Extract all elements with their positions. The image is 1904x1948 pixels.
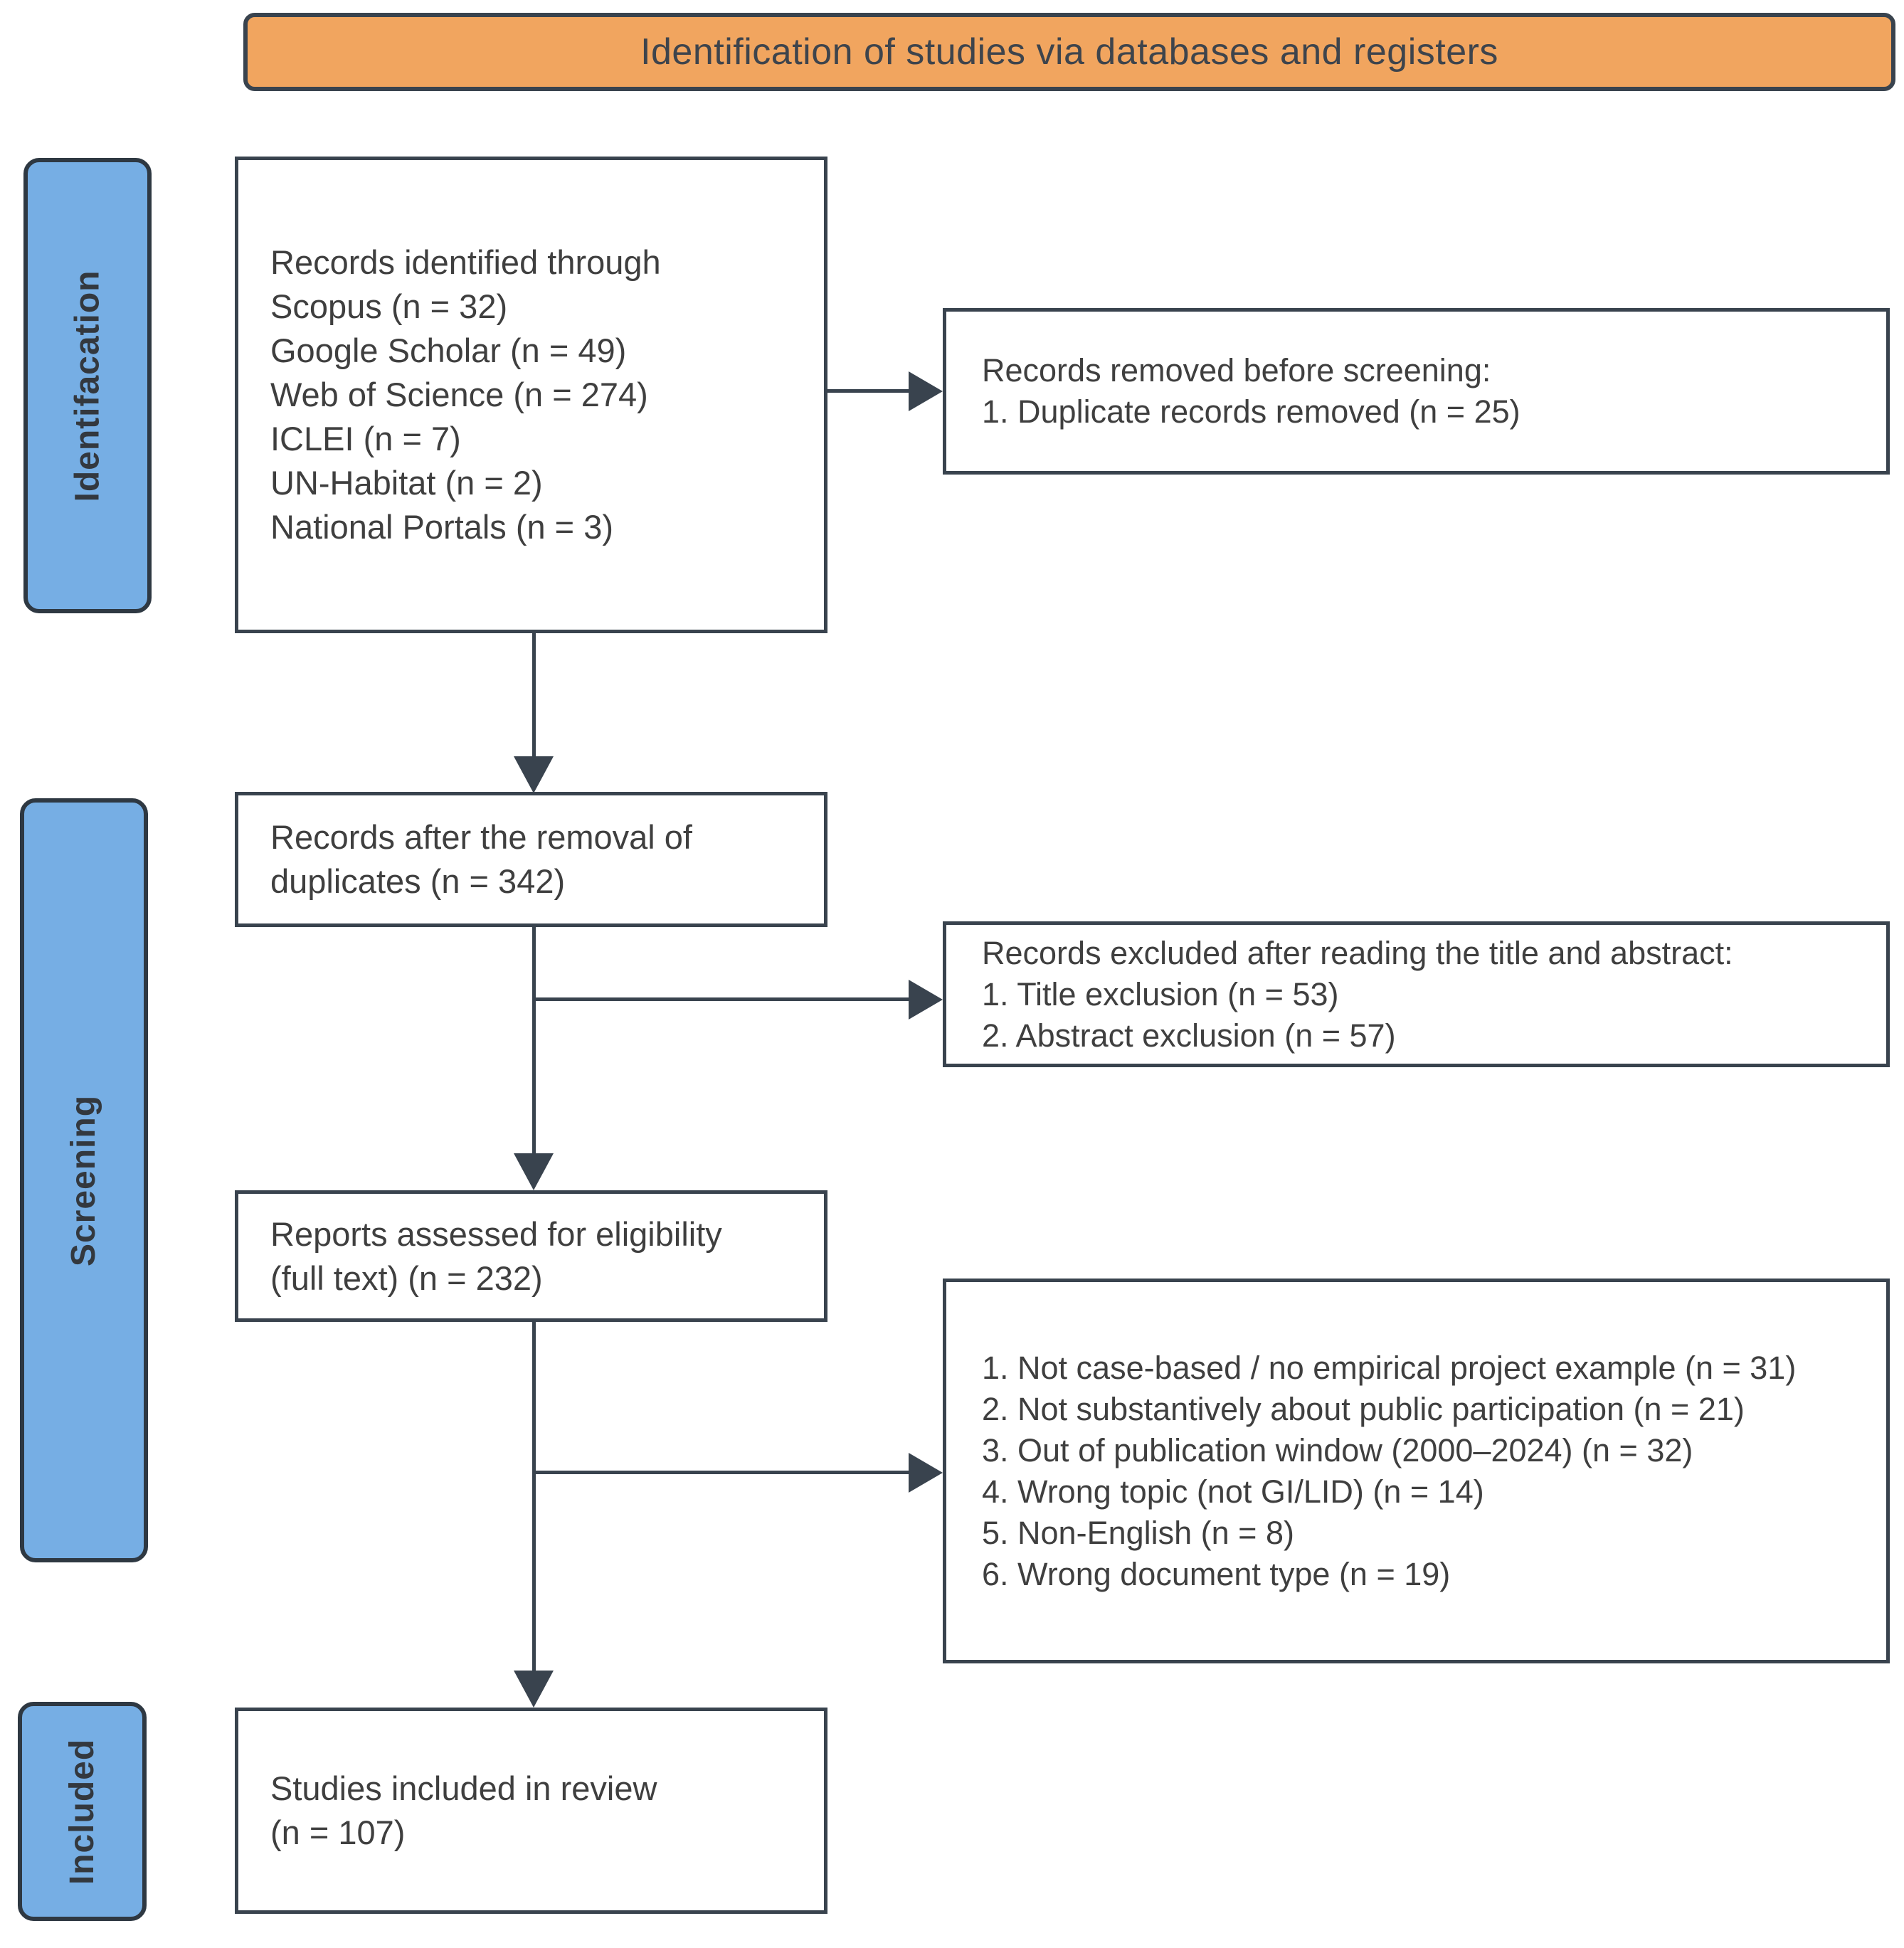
arrow-to-fulltext-exclusions-shaft [535, 1471, 912, 1474]
arrow-to-records-removed-head-icon [909, 371, 943, 411]
text-line: 3. Out of publication window (2000–2024)… [982, 1431, 1693, 1468]
text-line: ICLEI (n = 7) [270, 420, 461, 457]
box-records-removed: Records removed before screening: 1. Dupl… [943, 308, 1890, 475]
stage-label-included: Included [18, 1702, 147, 1921]
text-line: National Portals (n = 3) [270, 508, 613, 546]
text-line: 1. Duplicate records removed (n = 25) [982, 393, 1520, 430]
text-line: Records excluded after reading the title… [982, 934, 1733, 971]
text-line: Studies included in review [270, 1769, 657, 1807]
text-line: (n = 107) [270, 1814, 406, 1851]
stage-label-screening-text: Screening [65, 1094, 103, 1266]
arrow-to-fulltext-exclusions-head-icon [909, 1453, 943, 1493]
box-records-after-duplicates: Records after the removal of duplicates (… [235, 792, 827, 927]
arrow-assessed-to-included-shaft [532, 1322, 536, 1672]
stage-label-identification: Identifacation [23, 158, 152, 613]
text-line: Records identified through [270, 243, 661, 281]
stage-label-screening: Screening [20, 798, 148, 1562]
arrow-to-records-excluded-shaft [535, 997, 912, 1001]
text-line: Web of Science (n = 274) [270, 376, 648, 413]
box-reports-assessed: Reports assessed for eligibility (full te… [235, 1190, 827, 1322]
text-line: 1. Title exclusion (n = 53) [982, 975, 1339, 1012]
text-line: duplicates (n = 342) [270, 862, 566, 900]
box-records-excluded: Records excluded after reading the title… [943, 921, 1890, 1067]
text-line: 2. Abstract exclusion (n = 57) [982, 1017, 1396, 1054]
box-studies-included: Studies included in review (n = 107) [235, 1708, 827, 1914]
text-line: 6. Wrong document type (n = 19) [982, 1555, 1451, 1592]
text-line: Reports assessed for eligibility [270, 1214, 722, 1253]
text-line: 2. Not substantively about public partic… [982, 1390, 1745, 1427]
phase-banner: Identification of studies via databases … [243, 13, 1895, 91]
text-line: Google Scholar (n = 49) [270, 332, 627, 369]
text-line: Scopus (n = 32) [270, 287, 508, 325]
stage-label-included-text: Included [63, 1738, 101, 1885]
arrow-identified-to-duplicates-head-icon [514, 756, 554, 793]
text-line: 1. Not case-based / no empirical project… [982, 1349, 1797, 1386]
box-fulltext-exclusions: 1. Not case-based / no empirical project… [943, 1279, 1890, 1663]
arrow-to-records-removed-shaft [825, 389, 914, 393]
text-line: Records after the removal of [270, 818, 692, 856]
arrow-to-records-excluded-head-icon [909, 980, 943, 1020]
text-line: 4. Wrong topic (not GI/LID) (n = 14) [982, 1473, 1484, 1510]
arrow-identified-to-duplicates-shaft [532, 633, 536, 758]
arrow-duplicates-to-assessed-shaft [532, 927, 536, 1156]
text-line: (full text) (n = 232) [270, 1259, 543, 1297]
text-line: Records removed before screening: [982, 352, 1491, 388]
stage-label-identification-text: Identifacation [68, 269, 107, 502]
arrow-duplicates-to-assessed-head-icon [514, 1153, 554, 1190]
text-line: UN-Habitat (n = 2) [270, 464, 543, 502]
text-line: 5. Non-English (n = 8) [982, 1514, 1294, 1551]
phase-banner-title: Identification of studies via databases … [640, 31, 1498, 73]
arrow-assessed-to-included-head-icon [514, 1671, 554, 1708]
